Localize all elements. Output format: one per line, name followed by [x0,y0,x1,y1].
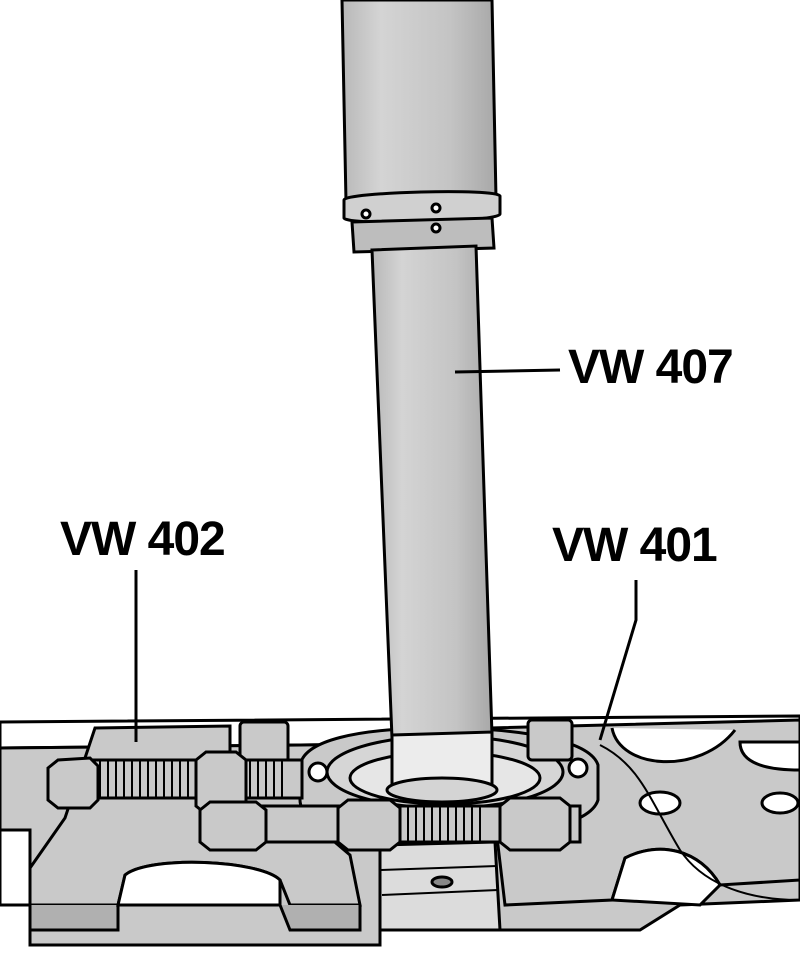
leader-lines [134,368,638,742]
leader-line-vw407 [454,368,561,374]
vw407-press-tube [340,0,502,804]
label-vw-401: VW 401 [552,519,718,572]
label-vw-402: VW 402 [60,513,226,566]
leader-line-vw401 [598,580,638,741]
support-block [378,840,502,932]
vw402-spindle-assembly [46,718,582,852]
label-vw-407: VW 407 [568,341,734,394]
